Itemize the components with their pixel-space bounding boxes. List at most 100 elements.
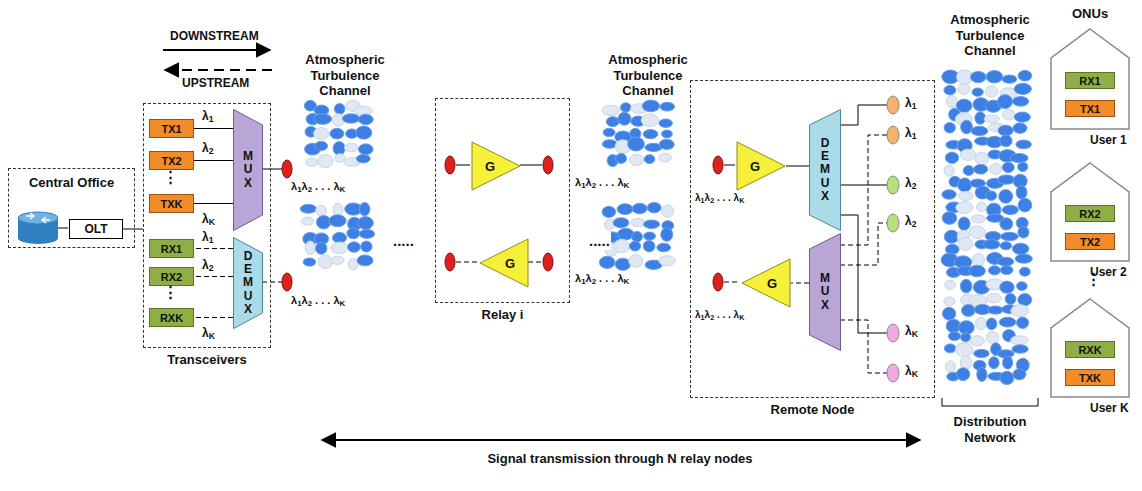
cloud-blob bbox=[1005, 294, 1016, 305]
cloud-blob bbox=[945, 361, 955, 372]
cloud-blob bbox=[971, 215, 985, 223]
cloud-blob bbox=[944, 165, 954, 176]
amplifier-triangle: G bbox=[471, 141, 521, 191]
onu-house: User 2RX2TX2 bbox=[1050, 162, 1130, 262]
receiver-box: RX2 bbox=[1065, 205, 1115, 222]
cloud-blob bbox=[659, 139, 674, 149]
cloud-blob bbox=[958, 217, 970, 230]
fibre-connector bbox=[194, 203, 233, 204]
node-label: Central Office bbox=[9, 175, 134, 190]
transmitter-box: TX1 bbox=[149, 119, 194, 138]
cloud-blob bbox=[1017, 282, 1028, 291]
cloud-blob bbox=[614, 239, 630, 252]
receiver-box: RX1 bbox=[1065, 72, 1115, 89]
node-label: User 1 bbox=[1090, 133, 1127, 147]
cloud-blob bbox=[960, 279, 972, 293]
ellipsis: ⋮ bbox=[163, 168, 178, 186]
cloud-blob bbox=[344, 143, 358, 152]
shape-outline bbox=[471, 141, 521, 191]
cloud-blob bbox=[988, 266, 1000, 275]
wavelength-label: λ1 bbox=[905, 96, 916, 110]
cloud-blob bbox=[347, 228, 360, 239]
cloud-blob bbox=[358, 217, 374, 230]
cloud-blob bbox=[1010, 153, 1028, 162]
wavelength-label: λ1 bbox=[201, 230, 214, 244]
downstream-arrow bbox=[163, 49, 270, 51]
cloud-blob bbox=[1010, 336, 1028, 345]
cloud-blob bbox=[987, 294, 1002, 303]
node-label: DEMUX bbox=[242, 250, 254, 316]
fibre-connector bbox=[194, 317, 233, 318]
cloud-blob bbox=[334, 103, 345, 114]
node-label: Transceivers bbox=[144, 352, 270, 367]
cloud-blob bbox=[1012, 97, 1028, 107]
cloud-blob bbox=[354, 106, 372, 115]
cloud-blob bbox=[602, 206, 616, 217]
cloud-blob bbox=[944, 297, 955, 306]
cloud-blob bbox=[358, 114, 373, 124]
cloud-blob bbox=[1018, 70, 1032, 81]
cloud-blob bbox=[603, 128, 615, 136]
cloud-blob bbox=[359, 229, 374, 238]
node-label: RXK bbox=[1078, 344, 1101, 356]
cloud-blob bbox=[617, 204, 633, 215]
wavelength-label: λK bbox=[201, 212, 216, 226]
cloud-blob bbox=[1018, 294, 1032, 306]
node-label: RX2 bbox=[1079, 208, 1100, 220]
cloud-blob bbox=[615, 258, 630, 270]
cloud-blob bbox=[963, 166, 974, 176]
cloud-blob bbox=[1014, 83, 1031, 94]
cloud-blob bbox=[303, 258, 316, 266]
cloud-blob bbox=[956, 368, 969, 381]
fibre-connector bbox=[791, 283, 809, 284]
node-label: Relay i bbox=[436, 307, 569, 322]
optical-ports bbox=[282, 156, 723, 291]
cloud-blob bbox=[1000, 281, 1014, 293]
cloud-blob bbox=[942, 307, 955, 320]
cloud-blob bbox=[999, 190, 1013, 204]
cloud-blob bbox=[318, 155, 333, 168]
cloud-blob bbox=[971, 126, 988, 135]
cloud-blob bbox=[329, 215, 346, 227]
cloud-blob bbox=[662, 205, 674, 217]
ellipsis: ..... bbox=[392, 232, 415, 250]
node-label: TX2 bbox=[1080, 236, 1100, 248]
network-label: Distribution Network bbox=[945, 414, 1035, 445]
node-label: DEMUX bbox=[819, 137, 831, 203]
node-label: G bbox=[485, 159, 495, 174]
cloud-blob bbox=[1002, 162, 1014, 172]
cloud-blob bbox=[974, 164, 988, 174]
cloud-blob bbox=[972, 88, 983, 96]
cloud-blob bbox=[972, 253, 984, 266]
upstream-arrow bbox=[165, 69, 272, 71]
olt-box: OLT bbox=[69, 219, 123, 239]
cloud-blob bbox=[986, 191, 997, 201]
cloud-blob bbox=[1002, 109, 1014, 120]
cloud-blob bbox=[602, 105, 620, 115]
cloud-blob bbox=[1013, 369, 1026, 380]
cloud-blob bbox=[333, 114, 344, 127]
cloud-blob bbox=[1000, 242, 1012, 250]
cloud-blob bbox=[301, 217, 313, 225]
node-label: TX1 bbox=[1080, 103, 1100, 115]
node-label: TX1 bbox=[161, 123, 181, 135]
cloud-blob bbox=[331, 256, 344, 264]
receiver-box: RXK bbox=[1065, 341, 1115, 358]
cloud-blob bbox=[359, 203, 370, 216]
cloud-blob bbox=[306, 158, 318, 166]
cloud-blob bbox=[616, 153, 627, 163]
wavelength-label: λ2 bbox=[905, 176, 916, 190]
onu-house: User KRXKTXK bbox=[1050, 298, 1130, 398]
node-label: G bbox=[750, 159, 760, 174]
cloud-blob bbox=[1014, 112, 1030, 122]
cloud-blob bbox=[986, 318, 997, 330]
cloud-blob bbox=[631, 219, 645, 227]
wavelength-label: λK bbox=[905, 364, 918, 378]
cloud-blob bbox=[1003, 356, 1013, 369]
cloud-blob bbox=[356, 154, 370, 162]
cloud-blob bbox=[975, 152, 988, 165]
cloud-blob bbox=[315, 141, 328, 150]
cloud-blob bbox=[990, 163, 1002, 174]
cloud-blob bbox=[1000, 371, 1014, 384]
